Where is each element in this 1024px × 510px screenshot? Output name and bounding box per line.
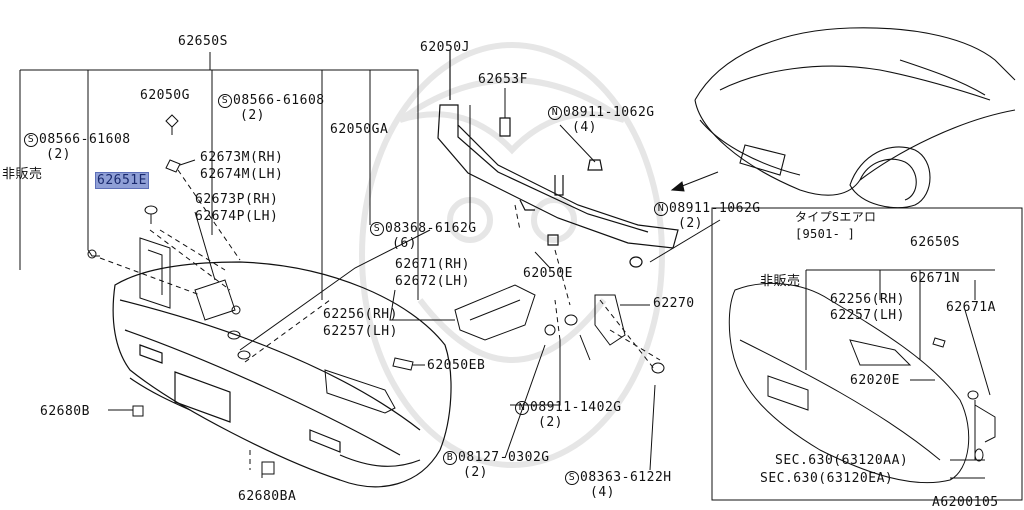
label-62674M: 62674M(LH) (200, 167, 284, 182)
label-62050J: 62050J (420, 40, 470, 55)
nut-symbol: N (654, 202, 668, 216)
part-code: 08368-6162G (385, 221, 477, 236)
part-code: 08911-1062G (563, 105, 655, 120)
part-code: 08911-1062G (669, 201, 761, 216)
qty-s4: (4) (590, 485, 615, 500)
label-62672: 62672(LH) (395, 274, 470, 289)
qty-n3: (2) (538, 415, 563, 430)
inset-not-for-sale: 非販売 (760, 274, 801, 289)
label-62673M: 62673M(RH) (200, 150, 284, 165)
indicator-arrow (670, 171, 719, 192)
inset-frame (711, 207, 1023, 501)
bumper-reinforcement (437, 50, 679, 268)
label-62257: 62257(LH) (323, 324, 398, 339)
label-62673P: 62673P(RH) (195, 192, 279, 207)
qty-n2: (2) (678, 216, 703, 231)
side-cover-62256 (324, 357, 414, 414)
label-62651-highlighted[interactable]: 62651E (95, 172, 149, 189)
screw-symbol: S (370, 222, 384, 236)
screw-symbol: S (565, 471, 579, 485)
label-62050EB: 62050EB (427, 358, 486, 373)
label-62653F: 62653F (478, 72, 528, 87)
label-62650S: 62650S (178, 34, 228, 49)
qty-b1: (2) (463, 465, 488, 480)
label-62050E: 62050E (523, 266, 573, 281)
label-62680BA: 62680BA (238, 489, 297, 504)
inset-label-62671N: 62671N (910, 271, 960, 286)
label-62671: 62671(RH) (395, 257, 470, 272)
inset-label-62671A: 62671A (946, 300, 996, 315)
bracket-62650S (19, 52, 419, 300)
bolt-symbol: B (443, 451, 457, 465)
label-not-for-sale: 非販売 (2, 167, 43, 182)
front-bumper (112, 261, 452, 488)
label-62674P: 62674P(LH) (195, 209, 279, 224)
part-code: 08911-1402G (530, 400, 622, 415)
diagram-id: A6200105 (932, 495, 999, 510)
inset-label-62256: 62256(RH) (830, 292, 905, 307)
nut-symbol: N (515, 401, 529, 415)
label-62680B: 62680B (40, 404, 90, 419)
qty-s2: (2) (46, 147, 71, 162)
qty-s1: (2) (240, 108, 265, 123)
screw-symbol: S (24, 133, 38, 147)
car-illustration (694, 27, 1016, 209)
bumper-brackets (87, 114, 275, 475)
leader-lines (108, 88, 721, 478)
inset-label-62020E: 62020E (850, 373, 900, 388)
part-code: 08566-61608 (233, 93, 325, 108)
inset-date-range: [9501- ] (795, 227, 856, 241)
bumper-stay (454, 284, 665, 374)
label-62270: 62270 (653, 296, 695, 311)
inset-label-62257: 62257(LH) (830, 308, 905, 323)
inset-title: タイプSエアロ (795, 210, 877, 224)
dashed-leaders (99, 169, 661, 470)
part-code: 08363-6122H (580, 470, 672, 485)
label-62050GA: 62050GA (330, 122, 389, 137)
part-code: 08566-61608 (39, 132, 131, 147)
qty-n1: (4) (572, 120, 597, 135)
screw-symbol: S (218, 94, 232, 108)
inset-section-ref-1[interactable]: SEC.630(63120AA) (775, 453, 909, 468)
inset-label-62650S: 62650S (910, 235, 960, 250)
label-62050G: 62050G (140, 88, 190, 103)
inset-section-ref-2[interactable]: SEC.630(63120EA) (760, 471, 894, 486)
nut-symbol: N (548, 106, 562, 120)
part-code: 08127-0302G (458, 450, 550, 465)
qty-s3: (6) (392, 236, 417, 251)
label-62256: 62256(RH) (323, 307, 398, 322)
